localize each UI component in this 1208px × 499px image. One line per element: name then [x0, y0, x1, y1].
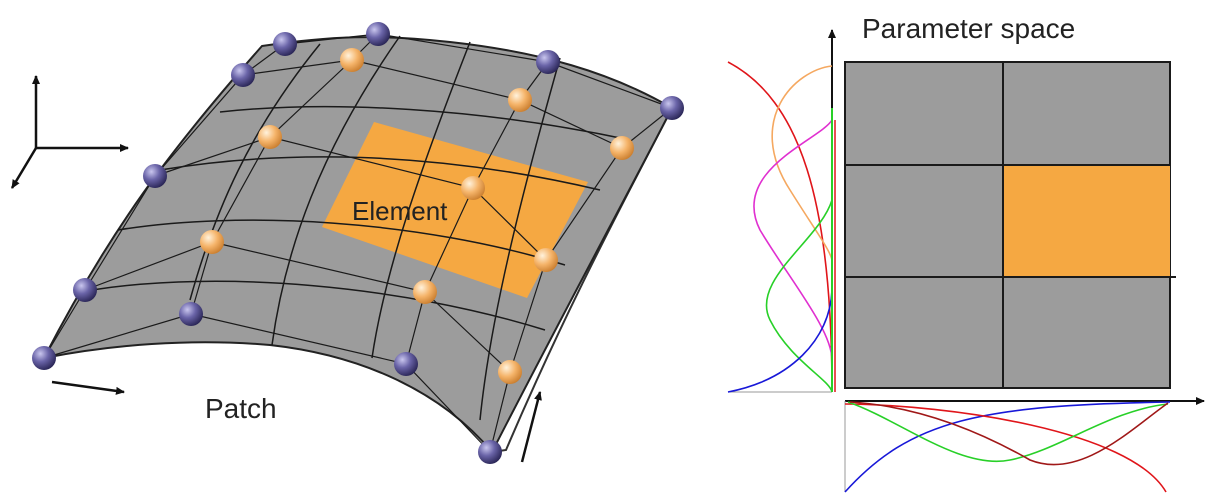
element-label: Element	[352, 196, 448, 226]
arrow-icon	[51, 380, 542, 463]
u-basis-red	[844, 403, 1167, 493]
control-point-icon	[143, 164, 167, 188]
element-point-icon	[258, 125, 282, 149]
control-point-icon	[394, 352, 418, 376]
control-point-icon	[73, 278, 97, 302]
v-basis-blue	[727, 289, 833, 393]
control-polygon	[43, 33, 673, 453]
control-point-icon	[366, 22, 390, 46]
element-point-icon	[508, 88, 532, 112]
element-point-icon	[534, 248, 558, 272]
v-basis-orange	[771, 65, 833, 261]
parameter-space-label: Parameter space	[862, 13, 1075, 44]
control-point-icon	[231, 63, 255, 87]
u-basis-blue	[844, 401, 1171, 493]
element-region	[322, 122, 588, 298]
v-basis-green	[765, 199, 833, 393]
element-point-icon	[340, 48, 364, 72]
control-point-icon	[179, 302, 203, 326]
parameter-element	[1003, 165, 1170, 277]
control-point-icon	[660, 96, 684, 120]
patch-surface	[42, 36, 674, 454]
element-point-icon	[461, 176, 485, 200]
v-basis-functions	[727, 61, 836, 393]
u-basis-darkred	[849, 401, 1169, 466]
element-point-icon	[413, 280, 437, 304]
control-point-icon	[273, 32, 297, 56]
element-point-icon	[498, 360, 522, 384]
control-point-icon	[536, 50, 560, 74]
patch-label: Patch	[205, 393, 277, 424]
patch-grid	[91, 35, 631, 421]
parameter-grid	[844, 61, 1176, 389]
control-points	[32, 22, 684, 464]
v-basis-magenta	[753, 119, 833, 361]
element-point-icon	[200, 230, 224, 254]
axes-icon	[10, 75, 129, 189]
control-point-icon	[32, 346, 56, 370]
element-point-icon	[610, 136, 634, 160]
u-basis-green	[847, 401, 1169, 463]
v-basis-red	[727, 61, 833, 393]
control-point-icon	[478, 440, 502, 464]
u-basis-functions	[844, 401, 1171, 493]
patch-surface-group: Element	[32, 22, 684, 464]
